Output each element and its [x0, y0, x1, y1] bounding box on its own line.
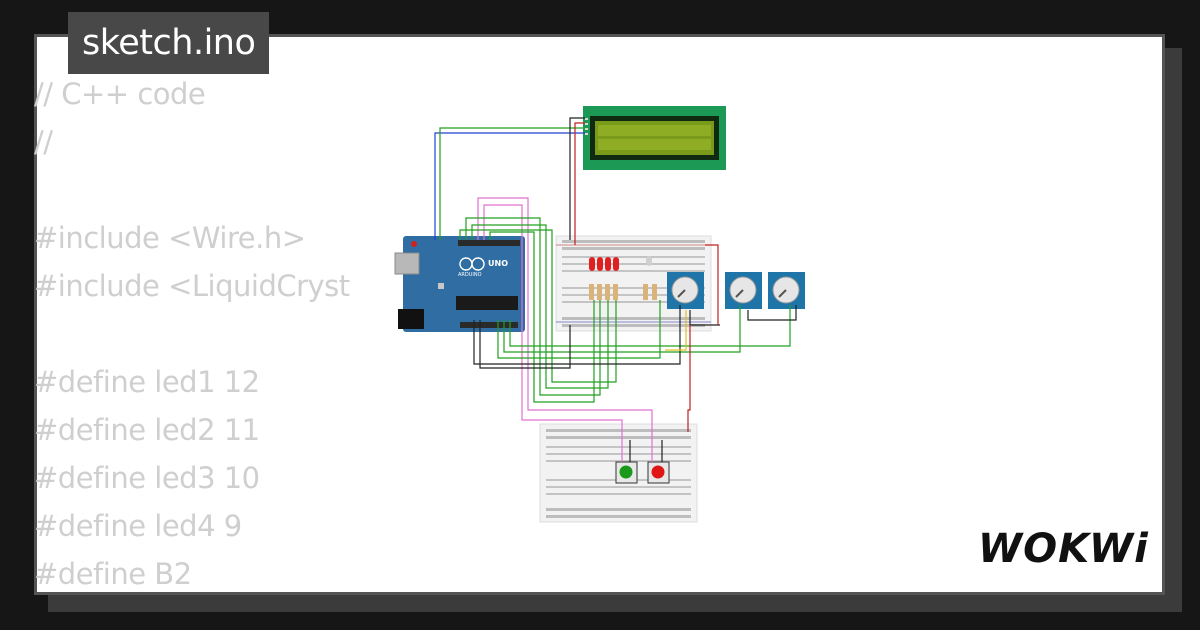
button-red	[647, 461, 670, 484]
code-line: #define B2	[34, 557, 192, 591]
led-4	[613, 257, 619, 271]
resistor-group	[589, 284, 657, 300]
wires	[434, 117, 797, 462]
potentiometer-3	[768, 272, 805, 309]
arduino-brand-label: ARDUINO	[458, 272, 482, 278]
arduino-uno: UNO ARDUINO	[394, 236, 525, 332]
code-line: //	[34, 125, 53, 159]
led-3	[605, 257, 611, 271]
button-green	[615, 461, 638, 484]
potentiometer-1	[667, 272, 704, 309]
potentiometer-2	[725, 272, 762, 309]
wokwi-logo: WOKWi	[978, 526, 1149, 572]
lcd-display	[583, 106, 726, 170]
code-line: #include <LiquidCryst	[34, 269, 350, 303]
filename-tab[interactable]: sketch.ino	[68, 12, 270, 74]
arduino-model-label: UNO	[488, 259, 508, 268]
code-line: #include <Wire.h>	[34, 221, 306, 255]
bottom-shadow	[48, 595, 1182, 612]
code-line: #define led3 10	[34, 461, 260, 495]
code-line: #define led1 12	[34, 365, 260, 399]
led-2	[597, 257, 603, 271]
code-line: #define led2 11	[34, 413, 260, 447]
card-bottom-border	[34, 592, 1165, 595]
led-5	[646, 256, 652, 266]
led-1	[589, 257, 595, 271]
led-group	[589, 256, 652, 271]
code-line: #define led4 9	[34, 509, 242, 543]
code-preview: // C++ code // #include <Wire.h> #include <…	[34, 70, 350, 598]
code-line: // C++ code	[34, 77, 206, 111]
